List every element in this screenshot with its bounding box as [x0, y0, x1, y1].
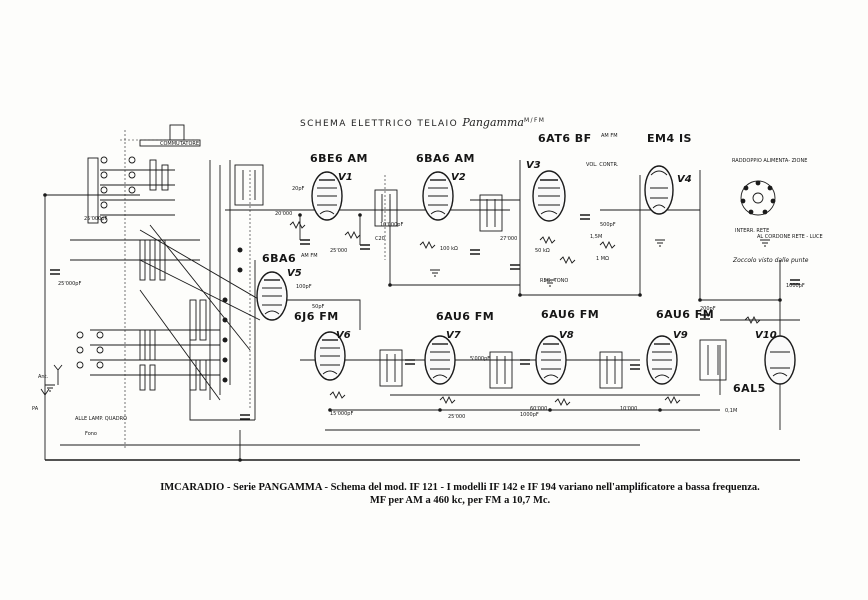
tube-V9: V9 6AU6 FM: [646, 308, 714, 385]
tube-V2-type: 6BA6 AM: [416, 152, 475, 165]
note-dial: ALLE LAMP. QUADRO: [75, 416, 127, 422]
tube-V5-sup: AM FM: [301, 253, 318, 259]
title-prefix: SCHEMA ELETTRICO TELAIO: [300, 119, 459, 129]
component-label: 25'000: [330, 248, 347, 254]
component-label: C20: [375, 236, 385, 242]
tube-V6-id: V6: [336, 330, 351, 341]
note-volume: VOL. CONTR.: [586, 162, 619, 168]
component-label: 100pF: [296, 284, 312, 290]
caption-line-2: MF per AM a 460 kc, per FM a 10,7 Mc.: [369, 495, 551, 506]
caption-line-1: IMCARADIO - Serie PANGAMMA - Schema del …: [160, 482, 760, 493]
tube-V10-id: V10: [755, 330, 777, 341]
title-script: Pangamma: [462, 116, 524, 129]
tube-V2: V2 6BA6 AM: [416, 152, 475, 221]
coils: [234, 164, 727, 389]
tube-V4-type: EM4 IS: [647, 132, 692, 145]
title-sup: M/FM: [523, 117, 546, 124]
passives: [40, 214, 800, 420]
tube-V3-type: 6AT6 BF: [538, 132, 592, 145]
component-label: 100 kΩ: [440, 246, 458, 252]
tube-V8-type: 6AU6 FM: [541, 308, 599, 321]
tube-V9-type: 6AU6 FM: [656, 308, 714, 321]
component-label: 25'000pF: [84, 216, 107, 222]
note-supply: RADDOPPIO ALIMENTA- ZIONE: [732, 158, 807, 164]
component-label: 60'000: [530, 406, 547, 412]
tube-V8: V8 6AU6 FM: [535, 308, 599, 385]
component-label: 10'000: [620, 406, 637, 412]
component-label: 0,1M: [725, 408, 737, 414]
component-label: 15'000pF: [330, 411, 353, 417]
tube-V5: V5 6BA6 AM FM: [256, 252, 318, 321]
component-label: 25'000: [448, 414, 465, 420]
tube-V9-id: V9: [673, 330, 688, 341]
wafer-switch: [76, 124, 243, 391]
component-label: 1000pF: [786, 283, 805, 289]
note-mains: AL CORDONE RETE - LUCE: [757, 234, 823, 240]
component-label: 25'000pF: [58, 281, 81, 287]
tube-socket-diagram: [740, 180, 776, 216]
tube-V5-id: V5: [287, 268, 302, 279]
component-label: 20pF: [292, 186, 305, 192]
component-label: 5'000pF: [470, 356, 490, 362]
schematic-caption: IMCARADIO - Serie PANGAMMA - Schema del …: [150, 481, 770, 507]
note-ant: Ant.: [38, 374, 49, 380]
component-label: 1,5M: [590, 234, 602, 240]
tube-V6: V6 6J6 FM: [294, 310, 351, 381]
tube-V7: V7 6AU6 FM: [424, 310, 494, 385]
tube-V1: V1 6BE6 AM: [310, 152, 368, 221]
component-label: 20'000: [275, 211, 292, 217]
tube-V1-id: V1: [338, 172, 353, 183]
component-label: 1 MΩ: [596, 256, 609, 262]
tube-V4-id: V4: [677, 174, 692, 185]
note-socket: Zoccolo visto dalle punte: [732, 257, 809, 264]
tube-V4: V4 EM4 IS: [644, 132, 692, 215]
junctions: [43, 193, 782, 462]
note-tone: REG. TONO: [540, 278, 568, 284]
component-label: 500pF: [600, 222, 616, 228]
component-label: 200pF: [700, 306, 716, 312]
note-fono: Fono: [85, 431, 97, 437]
tube-V1-type: 6BE6 AM: [310, 152, 368, 165]
tube-V3-sup: AM FM: [601, 133, 618, 139]
component-label: 10'000pF: [380, 222, 403, 228]
note-pa: PA: [32, 406, 39, 412]
tube-V8-id: V8: [559, 330, 574, 341]
tube-V3-id: V3: [526, 160, 541, 171]
note-switch: COMMUTATORE: [160, 141, 199, 147]
tube-V10: V10 6AL5: [733, 330, 796, 395]
tube-V7-id: V7: [446, 330, 461, 341]
tube-V6-type: 6J6 FM: [294, 310, 339, 323]
tube-V3: V3 6AT6 BF AM FM: [526, 132, 618, 222]
schematic-title: SCHEMA ELETTRICO TELAIO PangammaM/FM: [300, 116, 600, 129]
component-label: 27'000: [500, 236, 517, 242]
tube-V5-type: 6BA6: [262, 252, 296, 265]
component-label: 50pF: [312, 304, 325, 310]
annotations: RADDOPPIO ALIMENTA- ZIONE AL CORDONE RET…: [32, 141, 823, 437]
component-label: 1000pF: [520, 412, 539, 418]
component-label: 50 kΩ: [535, 248, 550, 254]
tube-V7-type: 6AU6 FM: [436, 310, 494, 323]
tube-V10-type: 6AL5: [733, 382, 766, 395]
note-interr: INTERR. RETE: [735, 228, 769, 234]
tube-V2-id: V2: [451, 172, 466, 183]
